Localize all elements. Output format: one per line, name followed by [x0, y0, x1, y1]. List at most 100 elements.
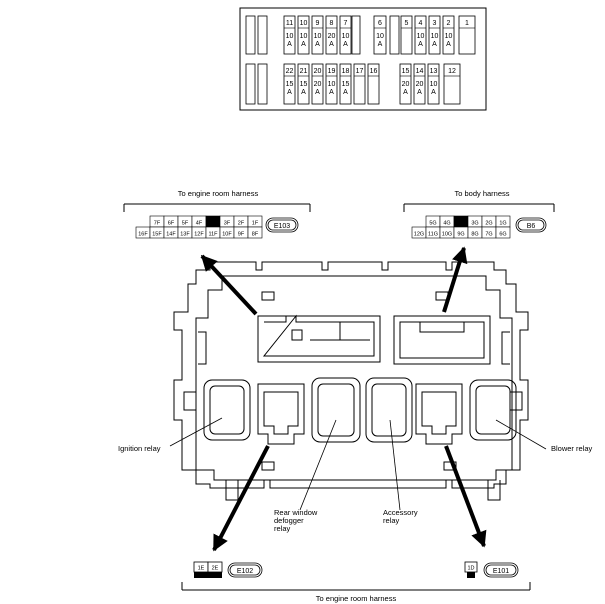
connector-pin — [205, 215, 221, 228]
relay-labels: Ignition relay Blower relay Rear window … — [118, 417, 593, 533]
fuse-slot — [245, 63, 256, 105]
pin-label: 5G — [429, 221, 436, 227]
fuse-number: 12 — [448, 68, 456, 75]
pin-label: 9F — [238, 232, 245, 238]
e102-pin-2: 2E — [212, 566, 219, 572]
connector-pin: 5F — [177, 215, 193, 228]
pin-label: 8F — [252, 232, 259, 238]
connector-pin: 3G — [467, 215, 483, 228]
pin-label: 11F — [208, 232, 218, 238]
pin-label: 2F — [238, 221, 245, 227]
connector-pin: 4F — [191, 215, 207, 228]
pin-label: 8G — [471, 232, 478, 238]
fuse-number: 6 — [378, 20, 382, 27]
connector-pin: 1G — [495, 215, 511, 228]
connector-pin: 14F — [163, 226, 179, 239]
pin-label: 2G — [485, 221, 492, 227]
connector-pin: 12G — [411, 226, 427, 239]
fuse-number: 18 — [342, 68, 350, 75]
fuse-number: 1 — [465, 20, 469, 27]
e103-harness-label: To engine room harness — [178, 189, 259, 198]
fuse-slot: 16 — [367, 63, 380, 105]
pin-label: 6G — [499, 232, 506, 238]
b6-label: B6 — [527, 223, 536, 230]
pin-label: 1G — [499, 221, 506, 227]
fuse-number: 4 — [419, 20, 423, 27]
pin-label: 7G — [485, 232, 492, 238]
connector-pin: 5G — [425, 215, 441, 228]
connector-pin: 6G — [495, 226, 511, 239]
pin-label: 4F — [196, 221, 203, 227]
pin-label: 5F — [182, 221, 189, 227]
pin-label: 9G — [457, 232, 464, 238]
pin-label: 11G — [428, 232, 438, 238]
connector-pin: 2F — [233, 215, 249, 228]
connector-pin: 6F — [163, 215, 179, 228]
bottom-harness-label: To engine room harness — [316, 594, 397, 603]
connector-pin: 16F — [135, 226, 151, 239]
fuse-number: 19 — [328, 68, 336, 75]
connector-pin: 10F — [219, 226, 235, 239]
fuse-slot: 5 — [400, 15, 413, 55]
fuse-number: 13 — [430, 68, 438, 75]
fuse-number: 2 — [447, 20, 451, 27]
e102-label: E102 — [237, 568, 253, 575]
fuse-slot — [351, 15, 361, 55]
e103-label: E103 — [274, 223, 290, 230]
connector-pin: 10G — [439, 226, 455, 239]
blower-relay-label: Blower relay — [551, 444, 593, 453]
pin-label: 4G — [443, 221, 450, 227]
fuse-number: 14 — [416, 68, 424, 75]
connector-pin: 13F — [177, 226, 193, 239]
fuse-slot: 12 — [443, 63, 461, 105]
fuse-number: 21 — [300, 68, 308, 75]
fuse-number: 20 — [314, 68, 322, 75]
fuse-number: 11 — [286, 20, 293, 27]
connector-pin: 11G — [425, 226, 441, 239]
pin-label: 7F — [154, 221, 161, 227]
e102-pin-1: 1E — [198, 566, 205, 572]
connector-e102: 1E 2E E102 — [193, 561, 263, 578]
connector-pin: 1F — [247, 215, 263, 228]
connector-pin: 8F — [247, 226, 263, 239]
e101-label: E101 — [493, 568, 509, 575]
connector-pin: 8G — [467, 226, 483, 239]
fuse-slot — [257, 15, 268, 55]
fuse-slot: 17 — [353, 63, 366, 105]
pin-label: 16F — [138, 232, 148, 238]
connector-pin: 3F — [219, 215, 235, 228]
connector-pin: 9F — [233, 226, 249, 239]
connector-e101: 1D E101 — [464, 561, 519, 578]
fuse-slot — [389, 15, 400, 55]
fuse-number: 9 — [316, 20, 320, 27]
connector-pin: 9G — [453, 226, 469, 239]
pin-label: 14F — [166, 232, 176, 238]
pin-label: 3G — [471, 221, 478, 227]
connector-pin: 7F — [149, 215, 165, 228]
